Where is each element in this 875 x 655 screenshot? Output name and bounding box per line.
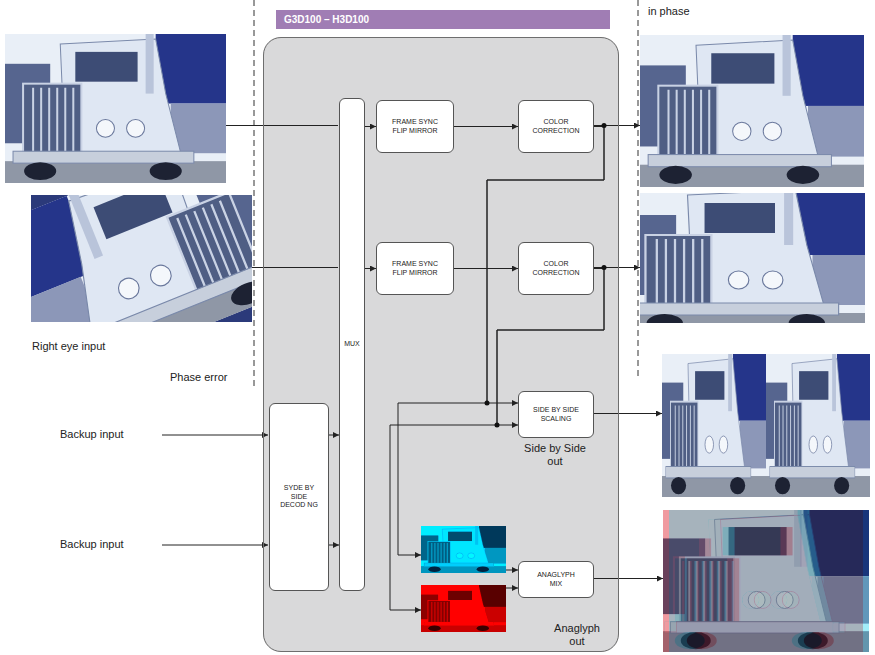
process-box: SYDE BY SIDE DECOD NG	[269, 403, 329, 591]
right-eye-image	[31, 195, 252, 322]
input-label: Right eye input	[32, 340, 105, 353]
signal-wire	[593, 125, 640, 126]
cyan-channel-image	[421, 526, 506, 573]
signal-wire	[593, 413, 662, 414]
phase-marker	[638, 0, 639, 380]
junction-dot	[602, 123, 607, 128]
signal-wire	[226, 125, 338, 126]
output-label: Side by Side out	[517, 442, 593, 468]
device-title: G3D100 – H3D100	[276, 10, 610, 29]
block-label: SYDE BY SIDE DECOD NG	[279, 484, 319, 510]
side-by-side-image	[662, 354, 766, 497]
process-box: FRAME SYNC FLIP MIRROR	[376, 100, 454, 153]
corrected-image	[640, 193, 865, 323]
signal-connector	[329, 545, 339, 546]
signal-wire	[162, 126, 663, 579]
mux-block: MUX	[339, 98, 365, 591]
side-by-side-image	[662, 354, 870, 497]
block-label: SIDE BY SIDE SCALING	[531, 406, 581, 424]
phase-note: Phase error	[170, 371, 227, 384]
process-box: COLOR CORRECTION	[518, 242, 594, 295]
arrow-head	[415, 552, 421, 613]
signal-connector	[487, 127, 604, 404]
block-label: COLOR CORRECTION	[530, 260, 582, 278]
process-box: SIDE BY SIDE SCALING	[518, 391, 594, 438]
signal-connector	[329, 435, 339, 436]
signal-wire	[162, 435, 268, 436]
signal-connector	[365, 268, 376, 269]
block-label: ANAGLYPH MIX	[531, 571, 581, 589]
junction-dot	[485, 401, 490, 406]
signal-connector	[390, 269, 604, 611]
phase-note: in phase	[648, 5, 690, 18]
right-eye-image	[31, 195, 252, 322]
anaglyph-image	[663, 510, 869, 652]
corrected-image	[640, 193, 865, 323]
process-box: COLOR CORRECTION	[518, 100, 594, 153]
device-panel: G3D100 – H3D100MUXFRAME SYNC FLIP MIRROR…	[263, 37, 619, 652]
signal-wire	[162, 545, 268, 546]
left-eye-image	[5, 34, 226, 183]
red-channel-image	[421, 585, 506, 632]
junction-dot	[602, 265, 607, 270]
block-label: COLOR CORRECTION	[530, 118, 582, 136]
signal-wire	[593, 267, 640, 268]
signal-wire	[252, 267, 338, 268]
block-label: FRAME SYNC FLIP MIRROR	[389, 118, 441, 136]
side-by-side-image	[766, 354, 870, 497]
block-label: FRAME SYNC FLIP MIRROR	[389, 260, 441, 278]
phase-marker	[254, 0, 255, 390]
signal-wire	[593, 578, 663, 579]
block-label: MUX	[344, 340, 360, 349]
anaglyph-image	[669, 510, 869, 652]
device-panel-fill	[263, 37, 619, 652]
process-box: ANAGLYPH MIX	[518, 561, 594, 598]
corrected-image	[640, 35, 864, 187]
arrow-head	[415, 552, 421, 558]
right-eye-image	[31, 195, 252, 322]
signal-connector	[454, 268, 518, 269]
signal-connector	[365, 126, 376, 127]
output-label: Anaglyph out	[545, 622, 609, 648]
header-band: G3D100 – H3D100	[276, 10, 610, 29]
junction-dot	[495, 423, 500, 428]
signal-connector	[398, 127, 604, 571]
phase-marker	[254, 0, 638, 390]
input-label: Backup input	[60, 538, 124, 551]
junction-dot	[485, 123, 607, 428]
input-label: Backup input	[60, 428, 124, 441]
signal-connector	[454, 126, 518, 127]
arrow-head	[415, 607, 421, 613]
process-box: FRAME SYNC FLIP MIRROR	[376, 242, 454, 295]
